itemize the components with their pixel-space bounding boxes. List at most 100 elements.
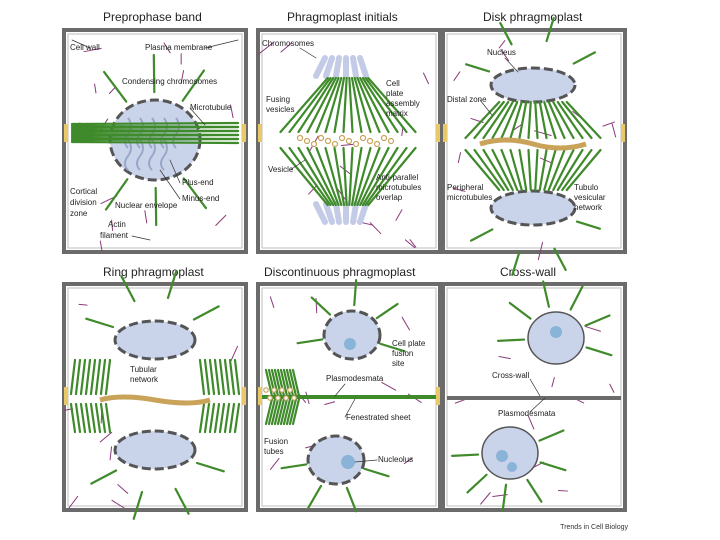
cortical-division-zone	[242, 387, 246, 405]
microtubule	[288, 76, 332, 134]
microtubule	[353, 146, 372, 207]
panel-title-ring: Ring phragmoplast	[103, 265, 204, 279]
nucleolus	[341, 455, 355, 469]
microtubule	[342, 146, 348, 207]
actin-filament	[144, 210, 148, 224]
microtubule	[543, 100, 557, 140]
vesicle	[275, 395, 281, 401]
actin-filament	[324, 401, 336, 406]
vesicle	[287, 387, 293, 393]
annotation-label: microtubules	[447, 193, 492, 202]
chromosome	[124, 139, 132, 171]
annotation-label: microtubules	[376, 183, 421, 192]
actin-filament	[457, 152, 462, 164]
chromosome	[350, 201, 359, 225]
annotation-label: Plus-end	[182, 178, 214, 187]
actin-filament	[215, 214, 227, 227]
microtubule	[556, 148, 584, 192]
microtubule	[306, 76, 337, 134]
actin-filament	[230, 345, 239, 362]
microtubule	[364, 76, 408, 134]
microtubule	[280, 463, 308, 470]
microtubule	[291, 397, 301, 426]
actin-filament	[258, 42, 274, 55]
microtubule	[473, 148, 505, 192]
leader-line	[169, 159, 181, 184]
microtubule	[310, 296, 332, 316]
microtubule	[99, 402, 107, 434]
microtubule	[291, 368, 301, 398]
microtubule	[297, 146, 335, 207]
microtubule	[195, 461, 225, 473]
vesicle	[317, 134, 325, 142]
microtubule	[359, 146, 390, 207]
annotation-label: division	[70, 198, 97, 207]
microtubule	[218, 402, 226, 434]
microtubule	[70, 121, 240, 126]
nucleus	[113, 319, 197, 361]
vesicle	[338, 134, 346, 142]
microtubule	[192, 305, 220, 321]
annotation-label: Minus-end	[182, 194, 219, 203]
microtubule	[482, 148, 510, 192]
microtubule	[501, 483, 508, 512]
annotation-label: Nuclear envelope	[115, 201, 178, 210]
annotation-label: Actin	[108, 220, 126, 229]
actin-filament	[500, 49, 510, 62]
annotation-label: matrix	[386, 109, 408, 118]
microtubule	[203, 358, 211, 396]
microtubule	[473, 100, 505, 140]
microtubule	[69, 402, 77, 434]
leader-line	[504, 57, 519, 73]
cortical-division-zone	[436, 387, 440, 405]
microtubule	[464, 148, 501, 192]
annotation-label: Chromosomes	[262, 39, 314, 48]
annotation-label: Nucleolus	[378, 455, 413, 464]
microtubule	[74, 358, 82, 396]
cortical-division-zone	[258, 387, 262, 405]
microtubule	[545, 17, 555, 43]
annotation-label: filament	[100, 231, 129, 240]
microtubule	[565, 148, 602, 192]
actin-filament	[404, 239, 416, 249]
microtubule	[361, 76, 399, 134]
microtubule	[509, 148, 523, 192]
chromosome	[357, 55, 369, 79]
panel-title-disk: Disk phragmoplast	[483, 10, 583, 24]
chromosome	[333, 201, 342, 225]
actin-filament	[602, 121, 615, 127]
microtubule	[79, 358, 87, 396]
leader-line	[189, 107, 206, 126]
microtubule	[565, 100, 602, 140]
tubular-network	[99, 394, 211, 406]
microtubule	[364, 146, 408, 207]
annotation-label: Cross-wall	[492, 371, 530, 380]
cortical-division-zone	[436, 124, 440, 142]
microtubule	[174, 487, 190, 515]
annotation-label: assembly	[386, 99, 420, 108]
microtubule	[233, 358, 241, 396]
annotation-label: Plasmodesmata	[498, 409, 556, 418]
actin-filament	[180, 70, 185, 84]
microtubule	[464, 100, 501, 140]
microtubule	[181, 69, 206, 102]
leader-line	[529, 378, 541, 397]
microtubule	[518, 148, 528, 192]
microtubule	[166, 270, 178, 300]
actin-filament	[498, 40, 506, 49]
microtubule	[90, 469, 118, 485]
microtubule	[518, 100, 528, 140]
microtubule	[84, 358, 92, 396]
microtubule	[102, 70, 128, 103]
microtubule	[361, 146, 399, 207]
leader-line	[334, 383, 346, 397]
microtubule	[296, 338, 324, 345]
microtubule	[538, 429, 565, 442]
microtubule	[70, 129, 240, 134]
nucleus	[489, 66, 577, 104]
microtubule	[345, 486, 358, 513]
vesicle	[310, 140, 318, 148]
annotation-label: Microtubule	[190, 103, 232, 112]
microtubule	[273, 397, 283, 426]
annotation-label: Cortical	[70, 187, 97, 196]
